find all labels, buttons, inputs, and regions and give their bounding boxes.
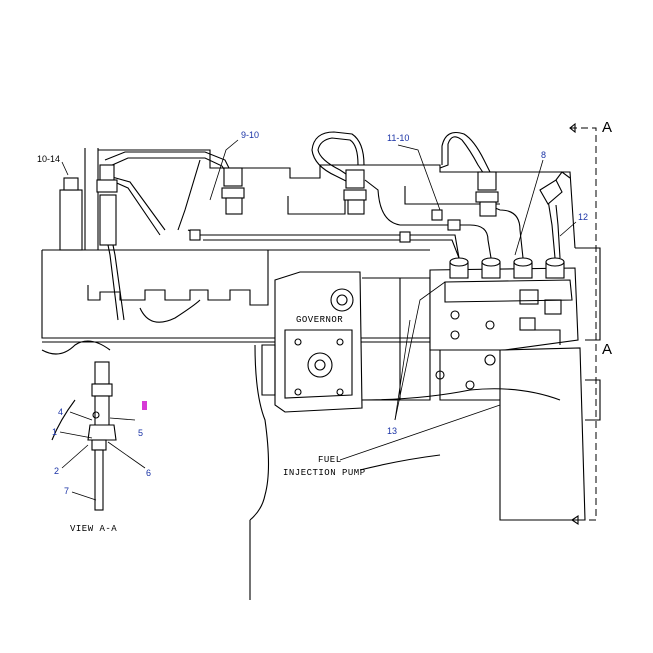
section-label-bottom: A: [602, 341, 612, 358]
injector-4: [475, 171, 499, 217]
view-label: VIEW A-A: [70, 524, 117, 534]
fuel-pump-label-line2: INJECTION PUMP: [283, 468, 366, 478]
pump-fitting-2: [481, 257, 501, 279]
pump-fitting-4: [545, 257, 565, 279]
pump-fitting-1: [449, 257, 469, 279]
callout-8: 8: [541, 150, 546, 160]
callout-6: 6: [146, 468, 151, 478]
engine-block: [41, 148, 576, 600]
callout-1: 1: [52, 427, 57, 437]
callout-4: 4: [58, 407, 63, 417]
injector-5: [539, 171, 571, 205]
captions: GOVERNOR FUEL INJECTION PUMP VIEW A-A: [70, 315, 366, 534]
governor-label: GOVERNOR: [296, 315, 343, 325]
leader-lines: [59, 139, 577, 501]
view-a-a-detail: [87, 361, 117, 511]
injector-3: [343, 169, 367, 215]
injector-2: [221, 167, 245, 215]
callout-10-14: 10-14: [37, 154, 60, 164]
callout-9-10: 9-10: [241, 130, 259, 140]
fuel-pump-label-line1: FUEL: [318, 455, 342, 465]
callout-5: 5: [138, 428, 143, 438]
callout-7: 7: [64, 486, 69, 496]
section-line-a-a: A A: [569, 119, 612, 526]
section-label-top: A: [602, 119, 612, 136]
callouts: 10-14 9-10 11-10 8 12 13 4 5 1 2 6 7: [37, 130, 588, 496]
callout-2: 2: [54, 466, 59, 476]
pump-fitting-3: [513, 257, 533, 279]
callout-13: 13: [387, 426, 397, 436]
highlight-marker: [142, 401, 147, 410]
callout-12: 12: [578, 212, 588, 222]
injector-1: [96, 164, 125, 321]
callout-11-10: 11-10: [387, 133, 409, 143]
fuel-injection-pump: [429, 257, 601, 521]
fuel-lines: [104, 131, 561, 259]
